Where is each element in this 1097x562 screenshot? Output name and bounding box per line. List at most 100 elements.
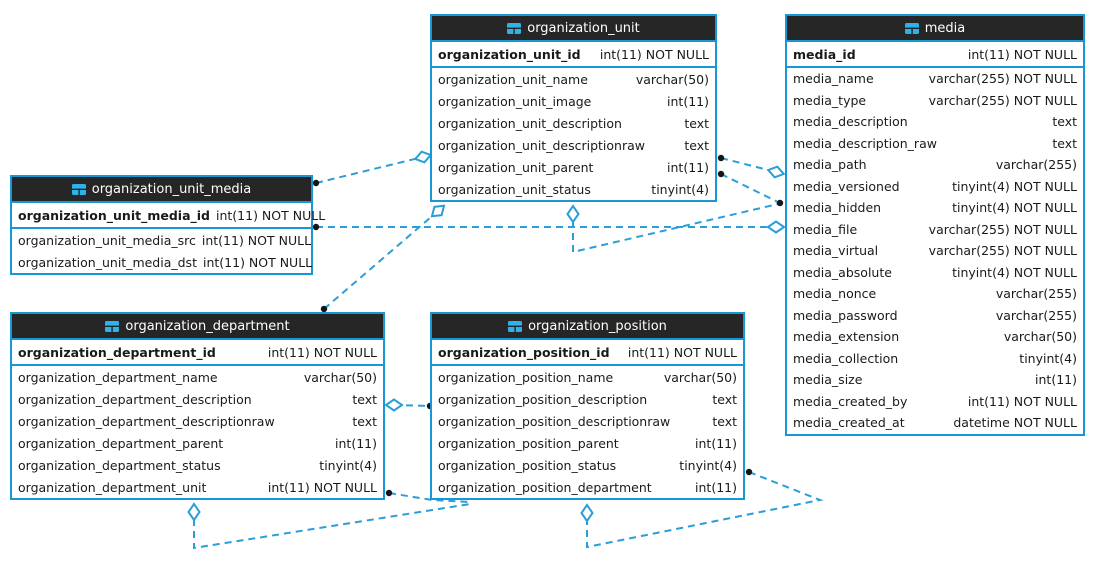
column-name: organization_unit_media_src [18, 232, 196, 248]
column-name: organization_position_id [438, 344, 610, 360]
column-type: int(11) NOT NULL [267, 344, 377, 360]
table-icon [71, 183, 86, 195]
column-name: organization_position_name [438, 369, 614, 385]
column-type: int(11) [335, 435, 377, 451]
column-name: media_file [793, 221, 858, 237]
column-type: varchar(50) [635, 71, 709, 87]
column-name: media_extension [793, 329, 900, 345]
relation-dot-endpoint [320, 305, 328, 313]
column-name: organization_department_parent [18, 435, 224, 451]
column-name: organization_department_descriptionraw [18, 413, 275, 429]
relation-line[interactable] [720, 173, 781, 204]
table-header-organization_department[interactable]: organization_department [12, 314, 383, 340]
column-type: int(11) [695, 435, 737, 451]
column-type: datetime NOT NULL [953, 415, 1077, 431]
relation-line[interactable] [193, 503, 471, 550]
relation-unitmedia-to-media[interactable] [312, 220, 786, 234]
column-name: organization_position_status [438, 457, 617, 473]
relation-diamond-endpoint [413, 150, 433, 164]
relation-department-unit-edge[interactable] [385, 489, 471, 503]
column-name: organization_unit_status [438, 181, 591, 197]
column-type: text [684, 137, 709, 153]
relation-diamond-endpoint [766, 220, 786, 234]
column-name: media_versioned [793, 178, 900, 194]
relation-position-to-department[interactable] [384, 398, 434, 412]
relation-line[interactable] [323, 210, 439, 310]
table-icon [105, 320, 120, 332]
column-type: varchar(255) NOT NULL [928, 71, 1077, 87]
column-name: organization_department_status [18, 457, 221, 473]
column-type: varchar(50) [1003, 329, 1077, 345]
column-type: int(11) NOT NULL [967, 393, 1077, 409]
column-name: media_path [793, 157, 867, 173]
relation-line[interactable] [572, 203, 779, 254]
relation-unit-to-media-a[interactable] [717, 154, 786, 179]
column-name: organization_unit_description [438, 115, 622, 131]
relation-position-self[interactable] [580, 468, 824, 549]
column-row: organization_position_parent int(11) [432, 432, 743, 454]
column-type: varchar(50) [303, 369, 377, 385]
pk-row: media_id int(11) NOT NULL [787, 42, 1083, 68]
table-header-organization_position[interactable]: organization_position [432, 314, 743, 340]
column-type: tinyint(4) [319, 457, 377, 473]
relation-line[interactable] [586, 471, 824, 549]
table-organization_unit_media[interactable]: organization_unit_media organization_unit… [10, 175, 325, 275]
column-type: varchar(50) [663, 369, 737, 385]
relation-dot-endpoint [776, 199, 784, 207]
column-type: tinyint(4) NOT NULL [952, 200, 1077, 216]
relation-unit-to-media-loop[interactable] [566, 203, 779, 254]
column-row: media_extension varchar(50) [787, 326, 1083, 348]
column-name: media_description_raw [793, 135, 937, 151]
column-name: media_id [793, 46, 856, 62]
relation-unit-to-media-b[interactable] [717, 170, 784, 207]
table-title: media [924, 20, 966, 36]
column-row: organization_position_description text [432, 388, 743, 410]
column-type: int(11) [695, 479, 737, 495]
column-name: organization_position_parent [438, 435, 619, 451]
relation-line[interactable] [388, 492, 471, 503]
relation-unitmedia-to-unit[interactable] [312, 150, 433, 187]
column-name: organization_position_description [438, 391, 648, 407]
relation-dot-endpoint [717, 170, 725, 178]
relation-dot-endpoint [385, 489, 393, 497]
table-header-media[interactable]: media [787, 16, 1083, 42]
table-organization_position[interactable]: organization_position organization_positi… [430, 312, 745, 500]
column-name: organization_unit_descriptionraw [438, 137, 645, 153]
column-type: varchar(255) NOT NULL [928, 221, 1077, 237]
column-name: media_created_by [793, 393, 908, 409]
column-type: int(11) NOT NULL [967, 46, 1077, 62]
table-header-organization_unit_media[interactable]: organization_unit_media [12, 177, 311, 203]
relation-line[interactable] [315, 156, 424, 184]
table-header-organization_unit[interactable]: organization_unit [432, 16, 715, 42]
table-icon [904, 22, 919, 34]
column-type: int(11) [667, 93, 709, 109]
column-type: int(11) [667, 159, 709, 175]
column-type: text [712, 391, 737, 407]
column-name: media_password [793, 307, 898, 323]
column-type: text [1052, 135, 1077, 151]
relation-dot-endpoint [312, 223, 320, 231]
column-row: organization_department_status tinyint(4) [12, 454, 383, 476]
column-row: organization_unit_descriptionraw text [432, 134, 715, 156]
column-type: int(11) NOT NULL [216, 207, 326, 223]
column-name: organization_unit_image [438, 93, 592, 109]
column-name: media_type [793, 92, 867, 108]
relation-department-self[interactable] [187, 502, 471, 550]
relation-diamond-endpoint [766, 165, 786, 179]
relation-line[interactable] [720, 157, 777, 173]
relation-department-to-unit[interactable] [320, 202, 448, 313]
